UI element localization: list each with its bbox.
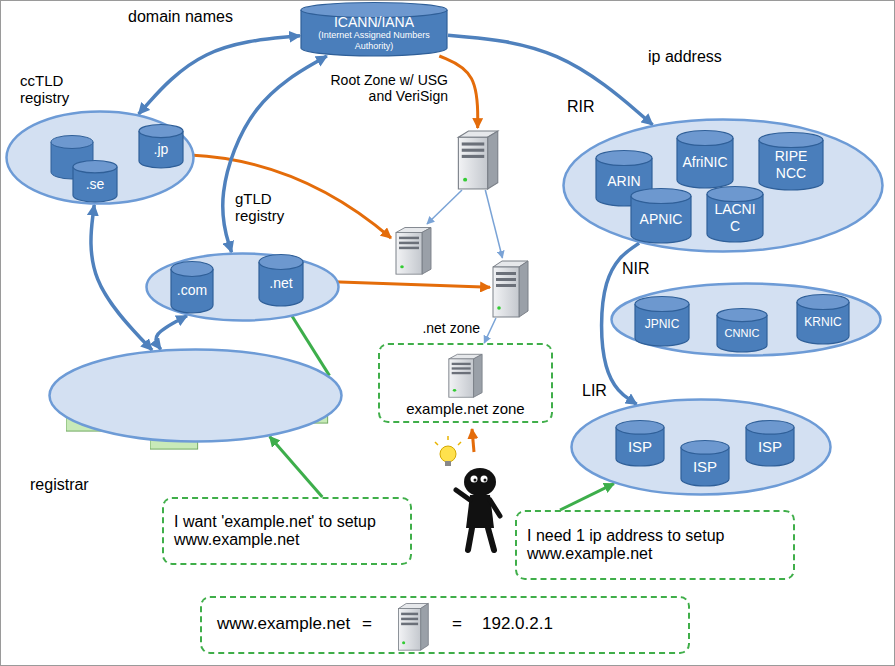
group-heading: gTLD registry xyxy=(235,190,307,225)
node-label: ARIN xyxy=(607,173,640,189)
connector-arrow xyxy=(448,35,653,124)
node-label: KRNIC xyxy=(804,316,841,330)
request-callout: I need 1 ip address to setup www.example… xyxy=(515,510,795,580)
node-label: AfriNIC xyxy=(682,154,727,170)
user-figure xyxy=(435,429,500,550)
group-heading: Root Zone w/ USG and VeriSign xyxy=(308,72,448,104)
nir-group: NIRJPNICCNNICKRNIC xyxy=(610,282,882,357)
equation-part: www.example.net xyxy=(217,614,350,634)
node-label: I need 1 ip address to setup www.example… xyxy=(527,527,783,564)
connector-arrow xyxy=(156,316,187,350)
nir-database: KRNIC xyxy=(796,294,850,344)
group-heading: registrar xyxy=(30,476,120,494)
node-label: APNIC xyxy=(640,211,683,227)
equation-part: 192.0.2.1 xyxy=(482,614,553,634)
root-link xyxy=(427,190,462,224)
rir-database: RIPE NCC xyxy=(758,132,824,190)
rir-database: LACNIC xyxy=(706,186,764,242)
connector-arrow xyxy=(139,36,300,114)
registry-database: .jp xyxy=(138,124,184,168)
equation-part: = xyxy=(452,614,462,634)
nir-database: CNNIC xyxy=(716,308,768,352)
result-box: www.example.net = = 192.0.2.1 xyxy=(200,596,690,654)
equation-part: = xyxy=(362,614,372,634)
node-label: I want 'example.net' to setup www.exampl… xyxy=(174,513,400,550)
rir-group: RIRARINAfriNICRIPE NCCAPNICLACNIC xyxy=(562,118,884,253)
cctld-feed xyxy=(190,155,391,238)
node-label: .com xyxy=(177,282,207,298)
node-label: .se xyxy=(86,176,105,192)
group-heading: RIR xyxy=(567,98,607,116)
group-heading: .net zone xyxy=(405,320,480,336)
node-label: JPNIC xyxy=(645,318,680,332)
tld-server xyxy=(396,228,431,275)
registry-group: ccTLD registry.se.jp xyxy=(5,110,195,205)
registry-database: .net xyxy=(258,254,304,306)
registry-database: .se xyxy=(72,160,118,202)
node-label: .net xyxy=(269,275,292,291)
connector-arrow xyxy=(484,318,496,343)
node-label: (Internet Assigned Numbers Authority) xyxy=(305,30,443,51)
root-server: Root Zone w/ USG and VeriSign xyxy=(455,128,500,190)
net-zone-server xyxy=(493,261,528,317)
connector-arrow xyxy=(91,205,152,350)
node-label: LACNIC xyxy=(711,201,759,233)
node-label: ISP xyxy=(693,458,717,475)
rir-database: AfriNIC xyxy=(676,130,734,188)
lir-group: LIRISPISPISP xyxy=(570,398,832,496)
node-label: ISP xyxy=(628,438,652,455)
group-heading: NIR xyxy=(622,260,662,278)
node-label: .jp xyxy=(154,141,169,157)
connector-arrow xyxy=(223,56,327,252)
zone-box: example.net zone xyxy=(378,343,553,423)
isp-database: ISP xyxy=(615,420,665,466)
web-server xyxy=(399,604,429,651)
isp-database: ISP xyxy=(745,420,795,466)
nir-database: JPNIC xyxy=(634,296,690,346)
node-label: ICANN/IANA xyxy=(334,14,414,30)
connector-arrow xyxy=(270,437,323,497)
connector-arrow xyxy=(560,484,614,510)
registry-group: gTLD registry.com.net xyxy=(145,252,340,322)
node-label: example.net zone xyxy=(406,400,524,417)
zone-server: .net zone xyxy=(490,258,530,318)
isp-database: ISP xyxy=(680,440,730,486)
example-zone-server xyxy=(449,354,482,397)
connector-arrow xyxy=(485,190,502,258)
flow-label: ip address xyxy=(648,48,722,66)
node-label: RIPE NCC xyxy=(763,148,819,180)
node-label: ISP xyxy=(758,438,782,455)
request-callout: I want 'example.net' to setup www.exampl… xyxy=(162,497,412,565)
group-heading: LIR xyxy=(582,382,622,400)
authority-cylinder: ICANN/IANA(Internet Assigned Numbers Aut… xyxy=(300,2,448,56)
registrar-group: registrar xyxy=(48,348,343,443)
flow-label: domain names xyxy=(128,8,233,26)
registry-database: .com xyxy=(170,261,214,313)
node-label: CNNIC xyxy=(725,327,760,340)
root-server xyxy=(458,131,497,189)
rir-database: APNIC xyxy=(630,188,692,243)
group-ellipse xyxy=(48,348,343,443)
group-heading: ccTLD registry xyxy=(20,72,92,107)
